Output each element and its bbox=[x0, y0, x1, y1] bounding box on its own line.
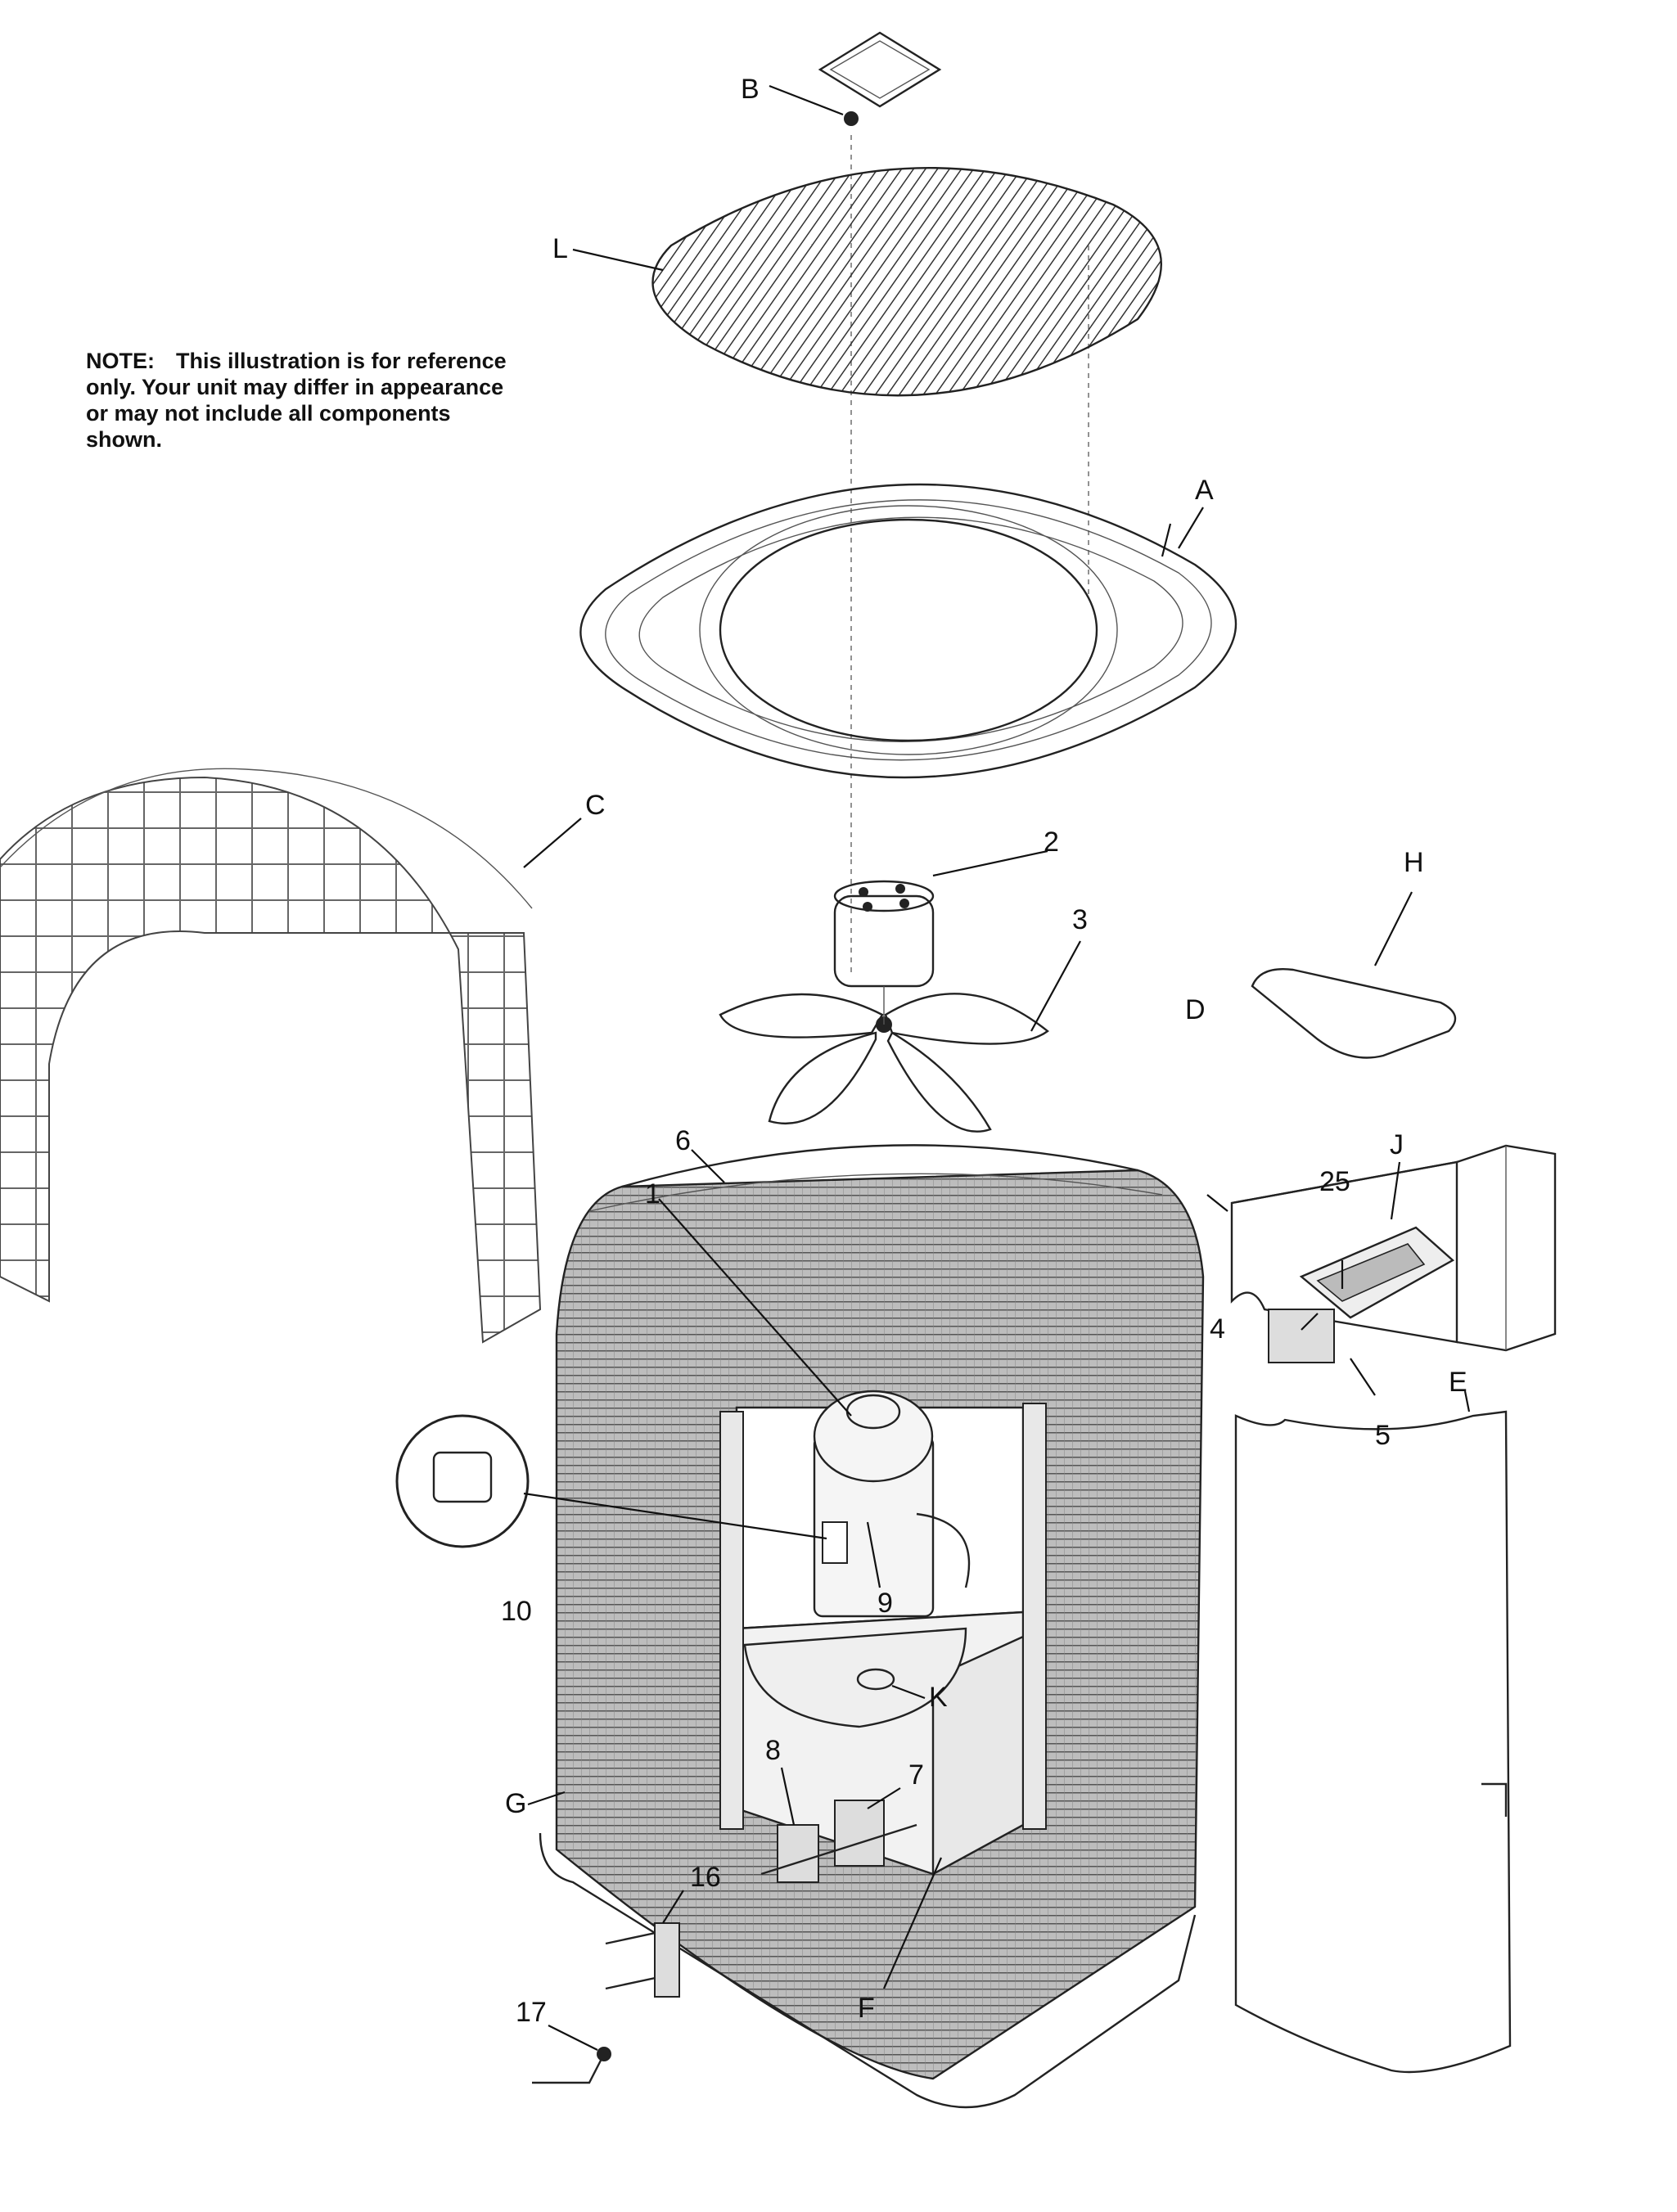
label-j: J bbox=[1390, 1129, 1404, 1160]
fan-motor-cover-cap bbox=[818, 31, 942, 108]
control-box-cover bbox=[1251, 968, 1457, 1059]
label-10: 10 bbox=[501, 1596, 532, 1627]
label-b: B bbox=[741, 74, 760, 105]
compressor-partition-plate bbox=[743, 1627, 967, 1728]
label-l: L bbox=[552, 233, 568, 264]
screw-b bbox=[844, 111, 859, 126]
callout-labels: B L A C 2 3 H D 6 1 J 25 4 E 5 9 10 K 7 … bbox=[501, 74, 1467, 2028]
fan-motor bbox=[833, 880, 935, 988]
fan-blade bbox=[719, 986, 1049, 1133]
label-k: K bbox=[929, 1682, 948, 1713]
label-2: 2 bbox=[1044, 827, 1059, 858]
condenser-cabinet bbox=[539, 1144, 1205, 2109]
label-8: 8 bbox=[765, 1735, 781, 1766]
label-g: G bbox=[505, 1788, 526, 1819]
label-h: H bbox=[1404, 847, 1424, 878]
label-6: 6 bbox=[675, 1125, 691, 1156]
label-4: 4 bbox=[1210, 1313, 1225, 1345]
label-25: 25 bbox=[1319, 1166, 1350, 1197]
control-panel bbox=[1230, 1144, 1557, 1352]
label-e: E bbox=[1449, 1367, 1467, 1398]
service-valve-detail bbox=[395, 1414, 827, 1548]
access-panel bbox=[1234, 1410, 1512, 2074]
service-valves bbox=[760, 1800, 917, 1883]
note-prefix: NOTE: bbox=[86, 349, 155, 373]
label-c: C bbox=[585, 790, 606, 821]
label-5: 5 bbox=[1375, 1420, 1391, 1451]
top-panel bbox=[579, 483, 1237, 779]
leader-lines bbox=[523, 84, 1471, 2051]
reference-note: NOTE:This illustration is for reference … bbox=[86, 348, 512, 453]
label-7: 7 bbox=[908, 1759, 924, 1791]
service-fittings bbox=[532, 1922, 680, 2084]
label-a: A bbox=[1195, 475, 1214, 506]
label-9: 9 bbox=[877, 1588, 893, 1619]
label-16: 16 bbox=[690, 1862, 721, 1893]
wire-coil-guard bbox=[0, 768, 542, 1344]
label-1: 1 bbox=[645, 1178, 660, 1210]
control-box bbox=[1268, 1226, 1455, 1363]
label-17: 17 bbox=[516, 1997, 547, 2028]
fan-guard-grille bbox=[651, 167, 1162, 397]
label-f: F bbox=[858, 1993, 875, 2024]
note-text: This illustration is for reference only.… bbox=[86, 349, 507, 452]
label-3: 3 bbox=[1072, 904, 1088, 935]
compressor bbox=[813, 1390, 971, 1618]
label-d: D bbox=[1185, 994, 1206, 1025]
